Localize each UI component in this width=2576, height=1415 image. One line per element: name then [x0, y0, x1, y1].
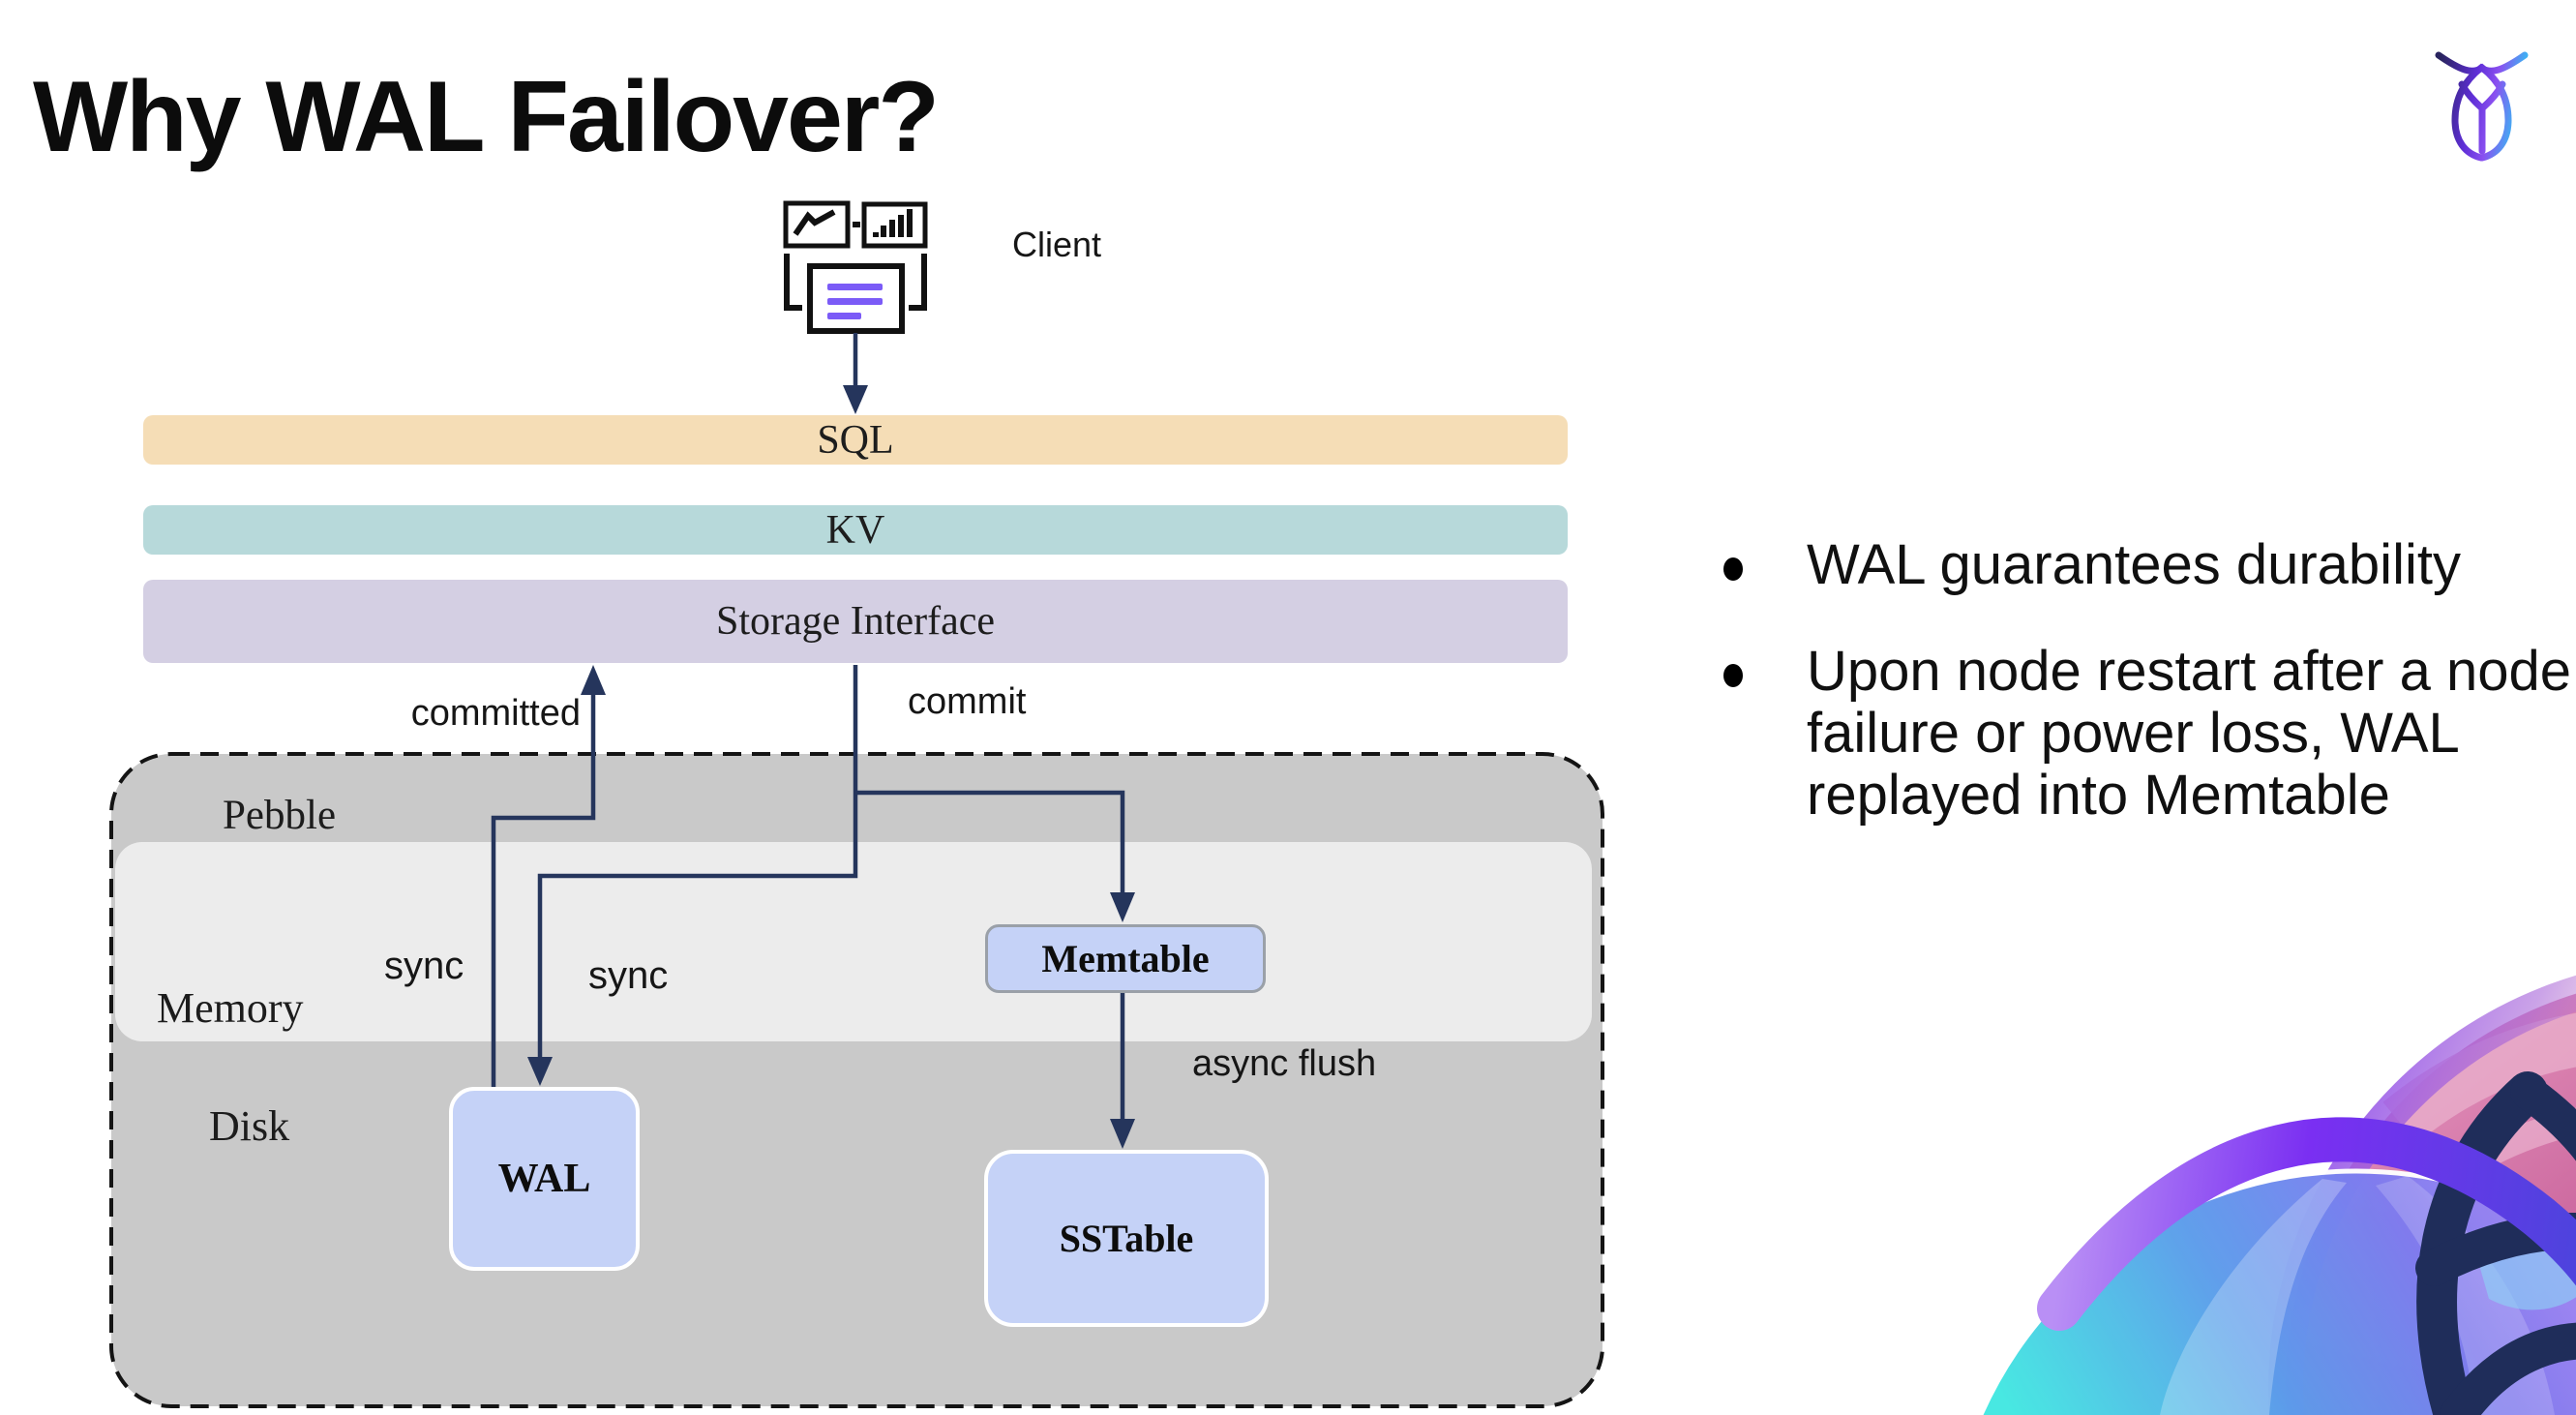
client-icon [783, 200, 928, 334]
edge-label-commit: commit [908, 681, 1027, 722]
arrowhead-sstable [1110, 1119, 1135, 1149]
layer-bar-sql: SQL [143, 415, 1568, 465]
node-memtable-label: Memtable [1041, 937, 1210, 980]
cockroachdb-logo-icon [2435, 51, 2529, 162]
layer-bar-kv: KV [143, 505, 1568, 555]
layer-bar-storage-label: Storage Interface [716, 599, 995, 644]
node-sstable-label: SSTable [1059, 1217, 1194, 1260]
memory-region [115, 842, 1592, 1041]
disk-label: Disk [209, 1102, 290, 1150]
arrowhead-committed [581, 665, 606, 695]
layer-bar-sql-label: SQL [817, 417, 894, 463]
node-sstable: SSTable [984, 1150, 1269, 1327]
layer-bar-kv-label: KV [825, 507, 885, 553]
bullet-text: WAL guarantees durability [1807, 533, 2461, 596]
bullet-list: WAL guarantees durability Upon node rest… [1723, 534, 2575, 871]
decorative-artwork [1978, 975, 2576, 1415]
edge-label-sync-right: sync [588, 954, 669, 997]
bullet-dot [1723, 664, 1743, 687]
bullet-dot [1723, 557, 1743, 581]
memory-label: Memory [157, 984, 304, 1032]
document-icon [784, 254, 927, 334]
arrowhead-wal [527, 1057, 553, 1086]
bar-chart-icon [861, 201, 928, 249]
bullet-text: Upon node restart after a node failure o… [1807, 640, 2571, 827]
list-item: WAL guarantees durability [1723, 534, 2575, 596]
client-label: Client [1012, 225, 1102, 264]
node-memtable: Memtable [985, 924, 1266, 993]
dash-connector [853, 222, 860, 227]
edge-label-async-flush: async flush [1192, 1043, 1377, 1084]
arrowhead-sql [843, 385, 868, 414]
pebble-label: Pebble [223, 793, 337, 838]
edge-label-committed: committed [410, 693, 581, 734]
node-wal-label: WAL [497, 1157, 591, 1201]
edge-label-sync-left: sync [384, 945, 464, 987]
page-title: Why WAL Failover? [33, 61, 940, 173]
line-chart-icon [783, 200, 851, 249]
node-wal: WAL [449, 1087, 640, 1271]
list-item: Upon node restart after a node failure o… [1723, 641, 2575, 827]
layer-bar-storage: Storage Interface [143, 580, 1568, 663]
